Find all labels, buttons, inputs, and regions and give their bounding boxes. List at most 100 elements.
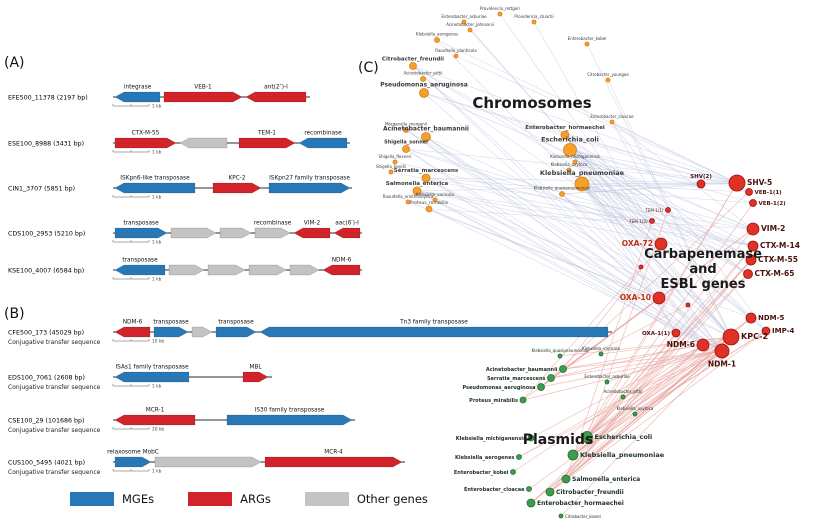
network-edge-plasmid xyxy=(550,350,723,379)
network-edge-chromosome xyxy=(569,149,704,346)
network-node-label: Proteus_mirabilis xyxy=(469,398,518,404)
gene-arrow xyxy=(298,137,348,149)
network-node-label: Salmonella_enterica xyxy=(386,181,449,187)
network-node-label: Raoultella_planticola xyxy=(435,48,477,53)
gene-arrow xyxy=(333,227,361,239)
network-edge-chromosome xyxy=(581,183,723,352)
network-edge-plasmid xyxy=(522,297,660,401)
plasmid-node xyxy=(526,498,536,508)
gene-arrow xyxy=(226,414,353,426)
chromosome-node xyxy=(421,132,431,142)
gene-arrow-label: transposase xyxy=(153,320,189,326)
gene-node xyxy=(696,338,710,352)
network-edge-chromosome xyxy=(611,121,767,332)
arg-legend-label: ARGs xyxy=(240,492,271,506)
sequence-subtitle: Conjugative transfer sequence xyxy=(8,339,101,346)
network-cluster-title: ESBL genes xyxy=(661,277,746,292)
network-edge-chromosome xyxy=(412,65,752,261)
gene-node xyxy=(696,179,706,189)
plasmid-node xyxy=(561,474,571,484)
gene-arrow xyxy=(114,264,166,276)
gene-arrow-label: TEM-1 xyxy=(257,131,276,137)
gene-node xyxy=(722,328,740,346)
scale-label: 1 kb xyxy=(152,104,162,110)
network-edge-chromosome xyxy=(581,183,749,275)
network-node-label: Acinetobacter_johnsonii xyxy=(446,22,494,27)
network-edge-chromosome xyxy=(533,21,662,245)
sequence-name: CUS100_5495 (4021 bp) xyxy=(8,460,85,467)
gene-node xyxy=(747,240,759,252)
network-edge-chromosome xyxy=(425,177,704,346)
gene-arrow xyxy=(219,227,252,239)
network-edge-chromosome xyxy=(581,183,750,193)
chromosome-node xyxy=(563,143,577,157)
network-node-label: Enterobacter_hormaechei xyxy=(525,125,605,131)
network-edge-plasmid xyxy=(586,228,754,438)
gene-arrow-label: CTX-M-55 xyxy=(132,131,160,137)
legend: MGEs ARGs Other genes xyxy=(70,492,428,506)
gene-arrow xyxy=(238,137,296,149)
chromosome-node xyxy=(566,167,572,173)
network-edge-plasmid xyxy=(562,344,704,370)
network-node-label: NDM-6 xyxy=(667,340,695,349)
gene-arrow xyxy=(259,326,609,338)
gene-arrow xyxy=(114,91,161,103)
chromosome-node xyxy=(605,77,611,83)
network-edge-plasmid xyxy=(560,350,723,517)
gene-arrow xyxy=(242,371,269,383)
network-node-label: OXA-1(1) xyxy=(642,331,670,337)
network-edge-chromosome xyxy=(405,148,752,261)
mge-legend-label: MGEs xyxy=(122,492,155,506)
plasmid-node xyxy=(510,469,516,475)
network-node-label: Escherichia_coli xyxy=(595,433,653,441)
plasmid-node xyxy=(559,365,567,373)
gene-node xyxy=(743,269,753,279)
gene-arrow xyxy=(264,456,403,468)
network-edge-plasmid xyxy=(528,350,723,490)
gene-node xyxy=(745,254,757,266)
network-node-label: Citrobacter_koseri xyxy=(565,514,601,519)
network-cluster-title: Carbapenemase xyxy=(644,247,762,262)
plasmid-node xyxy=(558,513,564,519)
sequence-name: CIN1_3707 (5851 bp) xyxy=(8,186,75,193)
plasmid-node xyxy=(537,383,545,391)
network-edge-chromosome xyxy=(436,39,738,184)
network-node-label: Acinetobacter_baumannii xyxy=(486,367,558,373)
network-node-label: KPC-2 xyxy=(741,332,768,341)
gene-arrow xyxy=(268,182,351,194)
gene-node xyxy=(638,264,644,270)
gene-arrow-label: NDM-6 xyxy=(123,320,143,326)
network-edge-chromosome xyxy=(581,183,754,247)
gene-arrow-label: transposase xyxy=(123,221,159,227)
network-edge-chromosome xyxy=(569,149,738,184)
plasmid-node xyxy=(516,454,522,460)
network-edge-chromosome xyxy=(561,182,738,195)
gene-node xyxy=(761,326,771,336)
gene-node xyxy=(654,237,668,251)
sequence-name: CDS100_2953 (5210 bp) xyxy=(8,231,85,238)
chromosome-node xyxy=(560,130,570,140)
network-edge-chromosome xyxy=(416,190,754,247)
gene-node xyxy=(685,302,691,308)
network-edge-chromosome xyxy=(425,177,754,230)
plasmid-node xyxy=(526,486,532,492)
network-edge-plasmid xyxy=(549,330,767,493)
network-node-label: SHV(2) xyxy=(690,174,712,180)
network-node-label: Klebsiella_pneumoniae xyxy=(580,451,665,459)
panel-b-label: (B) xyxy=(4,306,25,322)
network-edge-chromosome xyxy=(425,136,660,299)
gene-arrow-label: transposase xyxy=(218,320,254,326)
network-edge-chromosome xyxy=(569,149,732,338)
legend-item-mges: MGEs xyxy=(70,492,154,506)
chromosome-node xyxy=(574,176,590,192)
sequence-name: KSE100_4007 (6584 bp) xyxy=(8,268,84,275)
network-node-label: VEB-1(1) xyxy=(755,190,783,196)
network-node-label: Klebsiella_pneumoniae xyxy=(540,169,625,177)
network-edge-chromosome xyxy=(425,136,662,245)
network-node-label: Klebsiella_quasipneumoniae xyxy=(534,186,591,191)
legend-item-args: ARGs xyxy=(188,492,271,506)
network-node-label: Salmonella_enterica xyxy=(572,476,640,483)
network-edge-chromosome xyxy=(564,134,732,338)
network-node-label: Enterobacter_kobei xyxy=(454,470,509,476)
plasmid-node xyxy=(604,379,610,385)
